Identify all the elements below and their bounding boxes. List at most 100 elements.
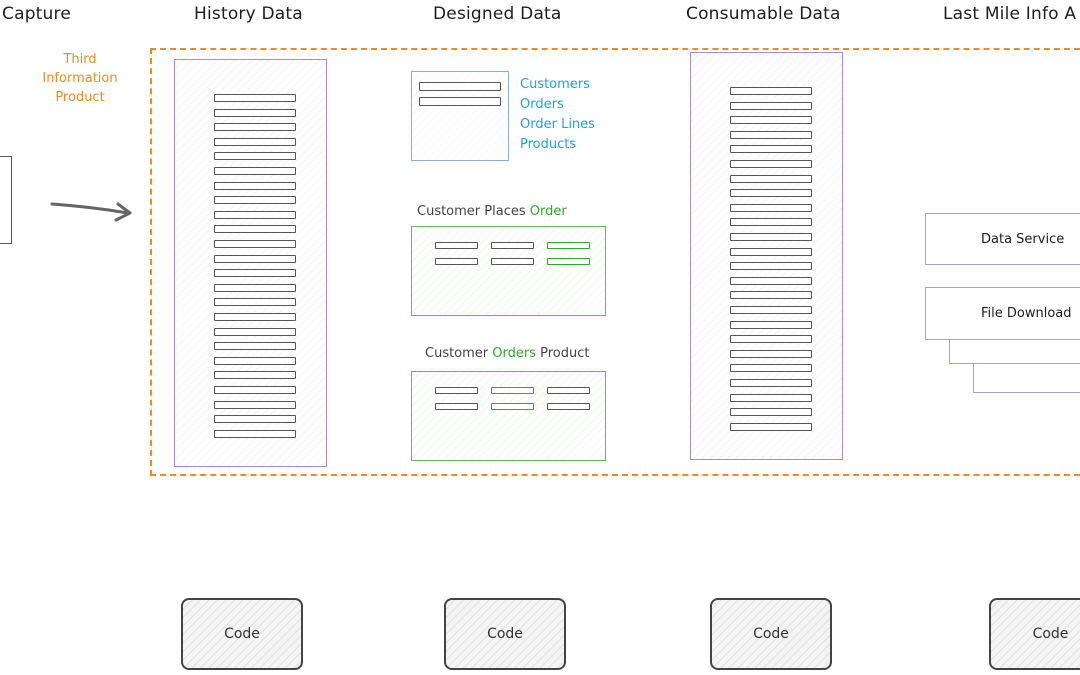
code-label: Code bbox=[753, 626, 789, 642]
code-box-last-mile[interactable]: Code bbox=[989, 598, 1080, 670]
title-text: Product bbox=[536, 346, 590, 361]
record-bar bbox=[730, 203, 812, 212]
record-bar bbox=[214, 94, 296, 102]
record-bar bbox=[730, 276, 812, 285]
record-bar bbox=[214, 327, 296, 336]
record-bar bbox=[214, 386, 296, 394]
column-title-history: History Data bbox=[194, 4, 303, 24]
record-bar bbox=[730, 145, 812, 154]
field-bar bbox=[491, 242, 534, 249]
entity-list: Customers Orders Order Lines Products bbox=[520, 75, 595, 155]
record-bar bbox=[214, 137, 296, 146]
record-bar bbox=[214, 210, 296, 219]
record-bar bbox=[730, 422, 812, 431]
record-bar bbox=[730, 320, 812, 329]
entity-table-box[interactable] bbox=[411, 71, 509, 161]
title-text: Customer Places bbox=[417, 204, 530, 219]
capture-source-box[interactable] bbox=[0, 156, 12, 244]
field-bar-highlight bbox=[547, 242, 590, 249]
record-bar bbox=[214, 181, 296, 190]
file-download-label: File Download bbox=[981, 306, 1072, 321]
code-label: Code bbox=[487, 626, 523, 642]
field-bar bbox=[435, 258, 478, 265]
record-bar bbox=[730, 160, 812, 168]
field-bar-highlight bbox=[491, 387, 534, 394]
frame-label-line: Product bbox=[55, 90, 105, 105]
record-bar bbox=[730, 335, 812, 344]
field-bar-highlight bbox=[547, 258, 590, 265]
history-data-store[interactable] bbox=[174, 59, 327, 467]
code-label: Code bbox=[224, 626, 260, 642]
record-bar bbox=[730, 291, 812, 300]
frame-label: Third Information Product bbox=[30, 50, 130, 107]
data-service-label: Data Service bbox=[981, 231, 1065, 247]
record-bar bbox=[214, 429, 296, 438]
code-box-consumable[interactable]: Code bbox=[710, 598, 832, 670]
record-bar bbox=[730, 130, 812, 139]
entity-item: Products bbox=[520, 137, 577, 152]
record-bar bbox=[730, 364, 812, 373]
column-title-consumable: Consumable Data bbox=[686, 4, 841, 24]
record-bar bbox=[214, 400, 296, 409]
column-title-last-mile: Last Mile Info A bbox=[943, 4, 1077, 24]
data-service-box[interactable]: Data Service bbox=[925, 213, 1080, 265]
field-bar bbox=[547, 403, 590, 410]
record-bar bbox=[214, 152, 296, 161]
record-bar bbox=[730, 174, 812, 183]
places-order-title: Customer Places Order bbox=[417, 204, 567, 219]
record-bar bbox=[214, 342, 296, 351]
record-bar bbox=[730, 116, 812, 125]
code-box-designed[interactable]: Code bbox=[444, 598, 566, 670]
places-order-model[interactable] bbox=[411, 226, 606, 316]
record-bar bbox=[214, 123, 296, 132]
record-bar bbox=[214, 313, 296, 321]
record-bar bbox=[214, 225, 296, 234]
column-title-designed: Designed Data bbox=[433, 4, 562, 24]
record-bar bbox=[730, 87, 812, 95]
record-bar bbox=[214, 108, 296, 117]
entity-item: Orders bbox=[520, 97, 564, 112]
code-label: Code bbox=[1032, 626, 1069, 642]
entity-row bbox=[419, 97, 501, 106]
record-bar bbox=[730, 393, 812, 402]
field-bar bbox=[435, 403, 478, 410]
record-bar bbox=[214, 283, 296, 292]
record-bar bbox=[214, 167, 296, 175]
file-download-box[interactable]: File Download bbox=[925, 287, 1080, 340]
record-bar bbox=[730, 408, 812, 417]
record-bar bbox=[214, 240, 296, 248]
record-bar bbox=[214, 269, 296, 278]
record-bar bbox=[730, 306, 812, 314]
entity-item: Customers bbox=[520, 77, 590, 92]
field-bar bbox=[547, 387, 590, 394]
information-product-frame bbox=[150, 48, 1080, 476]
record-bar bbox=[730, 101, 812, 110]
record-bar bbox=[214, 371, 296, 380]
code-box-history[interactable]: Code bbox=[181, 598, 303, 670]
entity-item: Order Lines bbox=[520, 117, 595, 132]
field-bar bbox=[435, 242, 478, 249]
entity-row bbox=[419, 82, 501, 91]
record-bar bbox=[214, 196, 296, 205]
field-bar-highlight bbox=[491, 403, 534, 410]
record-bar bbox=[730, 247, 812, 256]
record-bar bbox=[730, 379, 812, 387]
column-title-capture: Capture bbox=[2, 4, 71, 24]
record-bar bbox=[214, 254, 296, 263]
frame-label-line: Information bbox=[42, 71, 118, 86]
record-bar bbox=[730, 262, 812, 271]
record-bar bbox=[730, 189, 812, 198]
frame-label-line: Third bbox=[63, 52, 97, 67]
flow-arrow-icon bbox=[50, 202, 132, 222]
record-bar bbox=[730, 218, 812, 227]
field-bar bbox=[435, 387, 478, 394]
record-bar bbox=[214, 356, 296, 365]
title-text: Customer bbox=[425, 346, 493, 361]
field-bar bbox=[491, 258, 534, 265]
record-bar bbox=[730, 233, 812, 241]
record-bar bbox=[730, 349, 812, 358]
orders-product-title: Customer Orders Product bbox=[425, 346, 590, 361]
consumable-data-store[interactable] bbox=[690, 52, 843, 460]
title-highlight: Order bbox=[529, 204, 567, 219]
orders-product-model[interactable] bbox=[411, 371, 606, 461]
